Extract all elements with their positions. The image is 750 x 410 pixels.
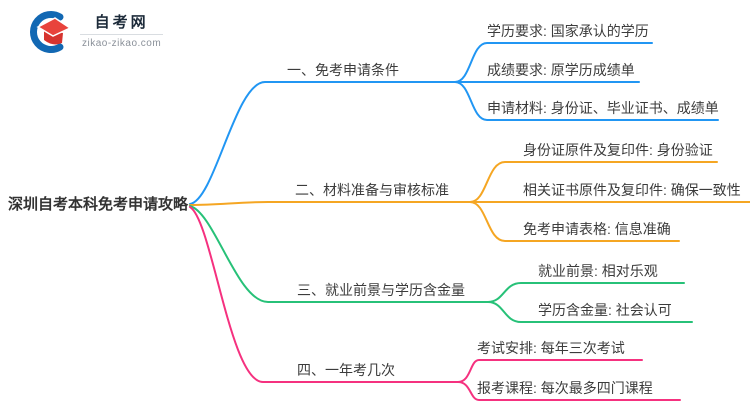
child-node-3-1[interactable]: 就业前景: 相对乐观 — [538, 263, 658, 279]
logo-title: 自考网 — [94, 14, 149, 31]
child-node-1-2[interactable]: 成绩要求: 原学历成绩单 — [487, 62, 635, 78]
child-node-3-2[interactable]: 学历含金量: 社会认可 — [538, 302, 672, 318]
root-node[interactable]: 深圳自考本科免考申请攻略 — [8, 196, 189, 213]
child-2-1-connector — [469, 161, 718, 203]
child-4-2-connector — [457, 381, 681, 401]
branch-2-connector — [189, 201, 471, 206]
logo-text-block: 自考网 zikao-zikao.com — [80, 14, 164, 50]
child-1-3-connector — [454, 81, 719, 121]
child-node-2-1[interactable]: 身份证原件及复印件: 身份验证 — [523, 142, 713, 158]
child-3-1-connector — [487, 282, 685, 303]
logo-domain: zikao-zikao.com — [80, 34, 164, 50]
child-node-2-3[interactable]: 免考申请表格: 信息准确 — [523, 221, 671, 237]
branch-4-lines — [189, 206, 681, 401]
site-logo[interactable]: 自考网 zikao-zikao.com — [26, 10, 164, 54]
child-3-2-connector — [487, 301, 693, 323]
child-node-4-2[interactable]: 报考课程: 每次最多四门课程 — [477, 380, 653, 396]
branch-1-lines — [189, 42, 719, 205]
child-1-1-connector — [454, 42, 653, 83]
child-node-4-1[interactable]: 考试安排: 每年三次考试 — [477, 340, 625, 356]
branch-node-4[interactable]: 四、一年考几次 — [297, 362, 395, 378]
child-node-2-2[interactable]: 相关证书原件及复印件: 确保一致性 — [523, 182, 741, 198]
branch-node-3[interactable]: 三、就业前景与学历含金量 — [297, 282, 465, 298]
branch-4-connector — [189, 206, 459, 383]
branch-node-1[interactable]: 一、免考申请条件 — [287, 62, 399, 78]
child-node-1-3[interactable]: 申请材料: 身份证、毕业证书、成绩单 — [487, 100, 719, 116]
child-node-1-1[interactable]: 学历要求: 国家承认的学历 — [487, 23, 649, 39]
branch-node-2[interactable]: 二、材料准备与审核标准 — [295, 182, 449, 198]
branch-1-connector — [189, 81, 456, 205]
branch-3-connector — [189, 205, 489, 303]
child-4-1-connector — [457, 359, 643, 383]
branch-3-lines — [189, 205, 693, 323]
branch-2-lines — [189, 161, 750, 242]
child-2-3-connector — [469, 201, 680, 242]
graduation-cap-icon — [30, 11, 72, 53]
